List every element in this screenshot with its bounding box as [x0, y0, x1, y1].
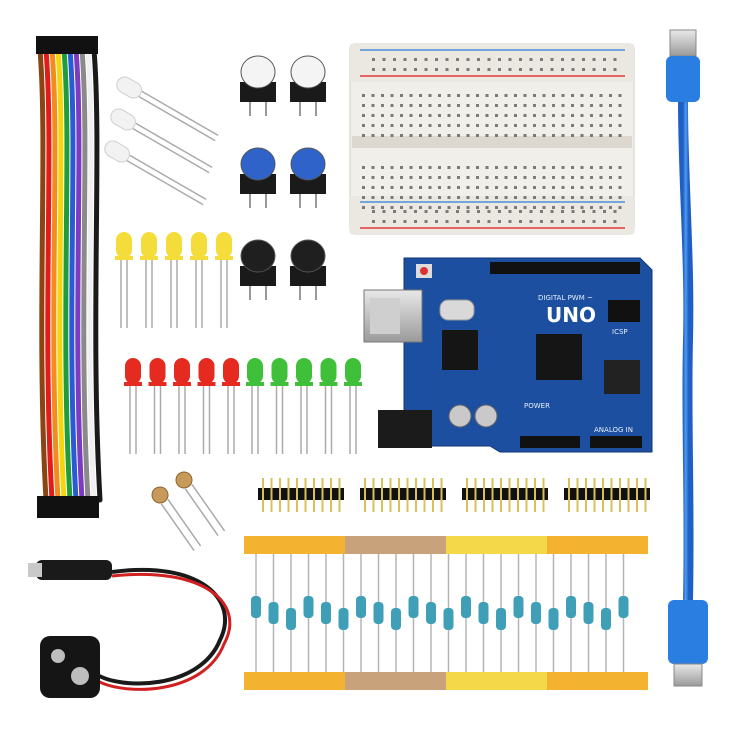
yellow-leds [115, 232, 233, 328]
resistor [461, 554, 471, 672]
pushbuttons [240, 55, 326, 300]
resistor [426, 554, 436, 672]
resistor [268, 554, 279, 672]
led [140, 232, 158, 328]
jumper-wire [61, 47, 73, 503]
photoresistors [151, 471, 226, 551]
resistor [496, 554, 506, 672]
usb-cable [666, 29, 708, 687]
led [344, 358, 362, 454]
resistor [338, 554, 349, 672]
pushbutton [240, 147, 276, 208]
jumper-wire [37, 47, 49, 503]
pushbutton [290, 147, 326, 208]
resistor [443, 554, 454, 672]
led [148, 358, 167, 454]
resistor [408, 554, 419, 672]
board-label: UNO [546, 303, 596, 327]
resistor [618, 554, 629, 672]
board-silk-digital: DIGITAL PWM ~ [538, 294, 593, 302]
clear-led [110, 108, 213, 174]
led [124, 358, 142, 454]
jumper-wire [79, 47, 91, 503]
clear-led [104, 140, 207, 206]
clear-led [116, 76, 219, 142]
resistor [531, 554, 541, 672]
led [197, 358, 216, 454]
resistor [356, 554, 366, 672]
led [319, 358, 338, 454]
pushbutton [240, 239, 276, 300]
jumper-wire [67, 47, 79, 503]
resistor [373, 554, 384, 672]
resistor [321, 554, 331, 672]
barrel-plug [36, 560, 112, 580]
led [295, 358, 313, 454]
jumper-wire [73, 47, 85, 503]
led [270, 358, 289, 454]
dc-jack [378, 410, 432, 448]
jumper-wire [85, 47, 97, 503]
green-leds [246, 358, 362, 454]
breadboard-holes [362, 58, 622, 223]
resistor [566, 554, 576, 672]
led [246, 358, 264, 454]
pushbutton [240, 55, 276, 116]
jumper-wire [91, 47, 103, 503]
pushbutton [290, 239, 326, 300]
led [215, 232, 233, 328]
battery-clip-cable [28, 560, 232, 698]
led [190, 232, 208, 328]
led [165, 232, 183, 328]
jumper-wire-bundle [36, 36, 103, 518]
resistor [601, 554, 611, 672]
pushbutton [290, 55, 326, 116]
pin-header-strips [258, 478, 650, 512]
resistor [303, 554, 314, 672]
resistor-strip [244, 536, 648, 690]
resistor [286, 554, 296, 672]
resistor [251, 554, 261, 672]
led [115, 232, 133, 328]
clear-leds [104, 76, 219, 206]
resistor [391, 554, 401, 672]
led [173, 358, 191, 454]
jumper-wire [49, 47, 61, 503]
jumper-wire [43, 47, 55, 503]
red-leds [124, 358, 240, 454]
jumper-wire [55, 47, 67, 503]
arduino-uno-board: UNO DIGITAL PWM ~ POWER ANALOG IN ICSP [363, 257, 653, 453]
led [222, 358, 240, 454]
battery-snap [40, 636, 100, 698]
resistor [583, 554, 594, 672]
microcontroller-chip [536, 334, 582, 380]
resistor [513, 554, 524, 672]
board-silk-analog: ANALOG IN [594, 426, 633, 434]
mini-breadboard [349, 43, 635, 235]
board-silk-power: POWER [524, 402, 550, 410]
resistor [478, 554, 489, 672]
board-silk-icsp: ICSP [612, 328, 628, 336]
resistor [548, 554, 559, 672]
